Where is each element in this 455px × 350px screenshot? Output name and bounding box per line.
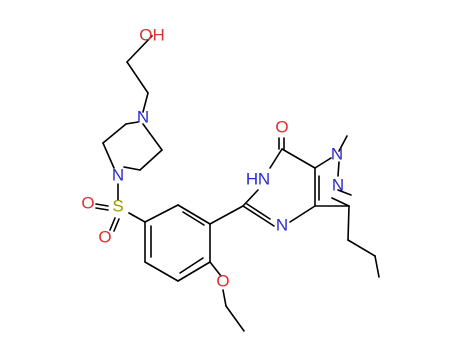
hydroxyethyl-chain — [126, 35, 153, 113]
sulfur-label: S — [112, 196, 123, 215]
ethoxy-oxygen-label: O — [216, 271, 229, 290]
pyrimidine-nitrogen-label: N — [276, 215, 288, 234]
n-methyl-nitrogen-label: N — [331, 144, 343, 163]
piperazine-n-top-label: N — [137, 107, 149, 126]
hydroxyl-oh-label: OH — [139, 25, 165, 44]
s-benzene-bond — [128, 212, 146, 223]
piperazine-n-bottom-label: N — [112, 165, 124, 184]
amide-hydrogen-label: H — [246, 169, 258, 188]
amide-nitrogen-label: N — [258, 169, 270, 188]
pyrazole-ring — [314, 157, 352, 207]
aryl-aryl-bond — [209, 205, 244, 225]
propyl-chain — [347, 205, 380, 278]
carbonyl-oxygen-label: O — [275, 117, 288, 136]
sulfonyl-double-bonds — [95, 203, 120, 232]
sulfonyl-oxygen-1-label: O — [81, 193, 94, 212]
sulfonyl-oxygen-2-label: O — [98, 227, 111, 246]
piperazine-ring — [102, 121, 163, 171]
pyrazole-nitrogen-label: N — [332, 175, 344, 194]
benzene-ring — [144, 204, 211, 282]
ethoxy-group — [209, 261, 245, 332]
pyrimidinone-ring — [242, 148, 316, 227]
n-methyl-bond — [338, 135, 348, 152]
carbonyl-double-bond — [278, 137, 285, 150]
